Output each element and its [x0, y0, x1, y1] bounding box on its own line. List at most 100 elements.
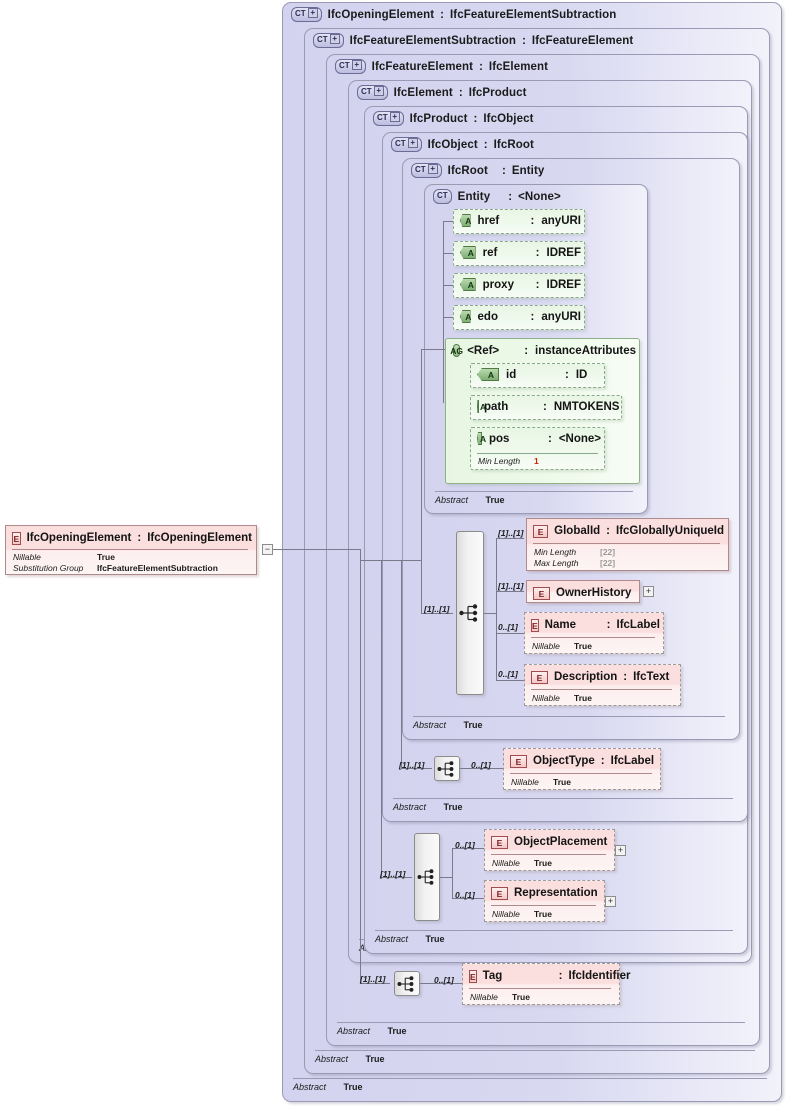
- separator: :: [524, 344, 529, 357]
- complextype-base: IfcFeatureElementSubtraction: [450, 8, 617, 21]
- element-header: E Description : IfcText: [531, 669, 676, 685]
- complextype-expand-icon[interactable]: CT+: [391, 137, 422, 152]
- facet-key: Nillable: [492, 909, 520, 919]
- element-facets-globalid: Min Length[22] Max Length[22]: [534, 547, 724, 569]
- connector-line: [381, 877, 412, 878]
- connector-line: [496, 633, 524, 634]
- expand-toggle-objectplacement[interactable]: +: [615, 845, 626, 856]
- separator: :: [473, 112, 478, 125]
- complextype-name: IfcFeatureElement: [371, 60, 474, 73]
- facet-key: Nillable: [532, 693, 560, 703]
- element-icon: E: [510, 754, 527, 768]
- attribute-box-href[interactable]: A href : anyURI: [453, 209, 585, 234]
- facet-value: IfcFeatureElementSubtraction: [97, 563, 218, 573]
- connector-line: [452, 898, 484, 899]
- sequence-compositor-ifcelement[interactable]: [394, 971, 420, 996]
- expand-toggle-ownerhistory[interactable]: +: [643, 586, 654, 597]
- separator: :: [508, 190, 513, 203]
- facet-value: True: [387, 1026, 407, 1036]
- expand-toggle-representation[interactable]: +: [605, 896, 616, 907]
- complextype-footer-ifcopeningelement: Abstract True: [293, 1078, 767, 1092]
- facet-key: Abstract: [375, 934, 409, 944]
- complextype-name: IfcFeatureElementSubtraction: [349, 34, 517, 47]
- complextype-title-ifcobject: CT+ IfcObject : IfcRoot: [391, 137, 534, 152]
- complextype-title-ifcproduct: CT+ IfcProduct : IfcObject: [373, 111, 534, 126]
- separator: :: [440, 8, 445, 21]
- element-icon: E: [531, 618, 539, 632]
- element-name: Name: [544, 619, 576, 631]
- element-box-ownerhistory[interactable]: E OwnerHistory: [526, 580, 640, 603]
- element-name: OwnerHistory: [556, 587, 632, 599]
- cardinality-ifcelement-sequence: [1]..[1]: [360, 974, 386, 984]
- element-box-globalid[interactable]: E GlobalId : IfcGloballyUniqueId Min Len…: [526, 518, 729, 571]
- connector-line: [443, 317, 453, 318]
- sequence-compositor-ifcroot[interactable]: [456, 531, 484, 695]
- facet-value: True: [574, 641, 592, 651]
- connector-line: [401, 560, 421, 561]
- attribute-box-id[interactable]: A id : ID: [470, 363, 605, 388]
- attributegroup-type: instanceAttributes: [535, 344, 636, 357]
- separator: :: [535, 278, 540, 291]
- separator: :: [606, 619, 611, 631]
- element-type: IfcLabel: [610, 755, 655, 767]
- separator: :: [606, 525, 611, 537]
- element-icon: E: [469, 969, 477, 983]
- cardinality-globalid: [1]..[1]: [498, 528, 524, 538]
- attribute-icon: A: [477, 432, 486, 445]
- complextype-footer-ifcfeatureelement: Abstract True: [337, 1022, 745, 1036]
- connector-line: [452, 848, 453, 898]
- separator: :: [530, 310, 535, 323]
- root-element-box-ifcopeningelement[interactable]: E IfcOpeningElement : IfcOpeningElement …: [5, 525, 257, 575]
- complextype-title-ifcroot: CT+ IfcRoot : Entity: [411, 163, 544, 178]
- collapse-toggle-root[interactable]: −: [262, 544, 273, 555]
- element-header: E Tag : IfcIdentifier: [469, 968, 631, 984]
- cardinality-objecttype: 0..[1]: [471, 760, 491, 770]
- attribute-box-edo[interactable]: A edo : anyURI: [453, 305, 585, 330]
- complextype-title-ifcopeningelement: CT+ IfcOpeningElement : IfcFeatureElemen…: [291, 7, 616, 22]
- complextype-icon[interactable]: CT: [433, 189, 452, 204]
- attribute-name: ref: [482, 246, 498, 259]
- complextype-expand-icon[interactable]: CT+: [291, 7, 322, 22]
- complextype-base: IfcRoot: [493, 138, 534, 151]
- complextype-expand-icon[interactable]: CT+: [335, 59, 366, 74]
- complextype-expand-icon[interactable]: CT+: [357, 85, 388, 100]
- element-type: IfcGloballyUniqueId: [616, 525, 724, 537]
- separator: :: [522, 34, 526, 47]
- attribute-type: anyURI: [541, 214, 581, 227]
- element-header: E GlobalId : IfcGloballyUniqueId: [533, 523, 724, 539]
- complextype-base: IfcElement: [488, 60, 549, 73]
- attribute-header: A id : ID: [477, 367, 601, 382]
- attribute-box-path[interactable]: A path : NMTOKENS: [470, 395, 622, 420]
- attributegroup-header: AG <Ref> : instanceAttributes: [450, 343, 636, 358]
- facet-key: Abstract: [393, 802, 427, 812]
- attribute-icon: A: [460, 310, 471, 323]
- complextype-expand-icon[interactable]: CT+: [373, 111, 404, 126]
- attribute-box-proxy[interactable]: A proxy : IDREF: [453, 273, 585, 298]
- separator: :: [623, 671, 628, 683]
- element-icon: E: [491, 886, 508, 900]
- sequence-compositor-ifcobject[interactable]: [434, 756, 460, 781]
- attribute-type: anyURI: [541, 310, 581, 323]
- facet-value: True: [485, 495, 505, 505]
- facet-value: True: [97, 552, 115, 562]
- complextype-expand-icon[interactable]: CT+: [313, 33, 344, 48]
- attribute-box-ref[interactable]: A ref : IDREF: [453, 241, 585, 266]
- complextype-name: IfcElement: [393, 86, 453, 99]
- facet-value: True: [574, 693, 592, 703]
- element-icon: E: [12, 531, 21, 545]
- attribute-type: NMTOKENS: [553, 400, 620, 413]
- element-box-description[interactable]: E Description : IfcText Nillable True: [524, 664, 681, 706]
- complextype-expand-icon[interactable]: CT+: [411, 163, 442, 178]
- attribute-box-pos[interactable]: A pos : <None> Min Length 1: [470, 427, 605, 470]
- element-header: E ObjectPlacement: [491, 834, 610, 850]
- sequence-compositor-ifcproduct[interactable]: [414, 833, 440, 921]
- complextype-base: IfcObject: [483, 112, 534, 125]
- facet-key: Abstract: [337, 1026, 371, 1036]
